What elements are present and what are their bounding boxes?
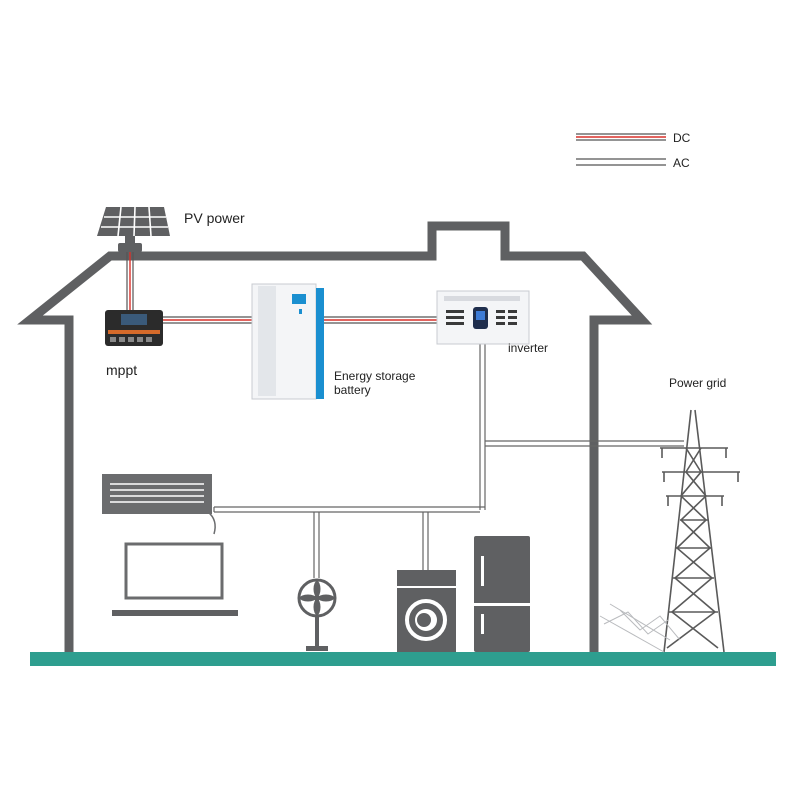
legend-dc-line bbox=[576, 133, 666, 141]
television-icon bbox=[112, 542, 238, 616]
dc-wire-mppt-battery bbox=[162, 316, 252, 324]
dc-wire-battery-inverter bbox=[324, 316, 437, 324]
dc-wire-pv-mppt bbox=[126, 240, 134, 314]
power-tower-icon bbox=[660, 409, 740, 653]
mppt-controller-icon bbox=[105, 310, 163, 346]
pv-label: PV power bbox=[184, 210, 245, 226]
refrigerator-icon bbox=[474, 536, 530, 652]
battery-cabinet-icon bbox=[251, 283, 324, 400]
ground-strip bbox=[30, 652, 776, 666]
ac-wires bbox=[213, 344, 684, 578]
inverter-icon bbox=[436, 290, 530, 345]
battery-label-line1: Energy storage bbox=[334, 369, 416, 383]
legend-ac-label: AC bbox=[673, 156, 690, 170]
power-tower-shadow bbox=[599, 603, 681, 653]
battery-label-line2: battery bbox=[334, 383, 371, 397]
solar-panel-icon bbox=[97, 206, 170, 252]
mppt-label: mppt bbox=[106, 362, 137, 378]
legend-dc-label: DC bbox=[673, 131, 691, 145]
legend: DC AC bbox=[576, 131, 691, 170]
washing-machine-icon bbox=[397, 570, 456, 652]
inverter-label: inverter bbox=[508, 341, 548, 355]
fan-icon bbox=[297, 578, 337, 651]
grid-label: Power grid bbox=[669, 376, 726, 390]
house-outline bbox=[17, 221, 653, 652]
legend-ac-line bbox=[576, 158, 666, 166]
air-conditioner-icon bbox=[102, 474, 216, 535]
